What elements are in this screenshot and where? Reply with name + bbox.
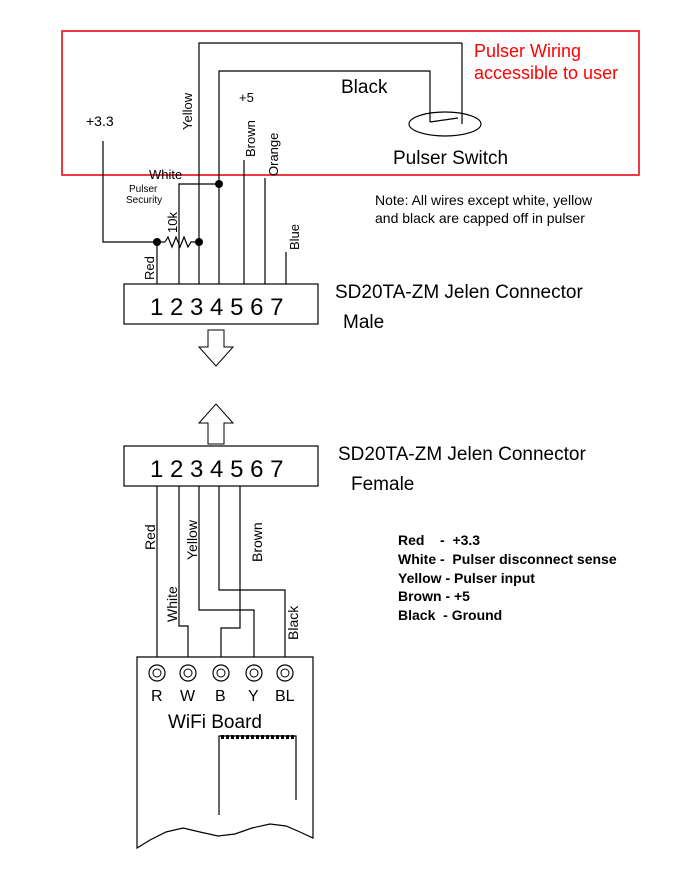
terminal-label: B bbox=[215, 688, 226, 705]
male-connector-body bbox=[123, 283, 319, 325]
terminal-r-icon bbox=[148, 664, 166, 682]
wire-legend: Red - +3.3 White - Pulser disconnect sen… bbox=[398, 532, 617, 623]
black-wire-label-top: Black bbox=[341, 77, 388, 98]
terminal-b-icon bbox=[212, 664, 230, 682]
legend-item: White - Pulser disconnect sense bbox=[398, 551, 617, 567]
note-line-1: Note: All wires except white, yellow bbox=[375, 192, 593, 208]
white-wire-top bbox=[178, 183, 219, 284]
brown-wire-bottom bbox=[220, 486, 241, 664]
brown-label-top: Brown bbox=[243, 120, 258, 157]
legend-item: Black - Ground bbox=[398, 607, 502, 623]
male-connector-subtitle: Male bbox=[343, 312, 384, 333]
legend-item: Yellow - Pulser input bbox=[398, 570, 535, 586]
white-label-top: White bbox=[149, 167, 182, 182]
terminal-label: Y bbox=[248, 688, 259, 705]
legend-item: Red - +3.3 bbox=[398, 532, 480, 548]
black-wire-top bbox=[218, 70, 431, 184]
female-connector-subtitle: Female bbox=[351, 474, 414, 495]
orange-label-top: Orange bbox=[266, 133, 281, 176]
pulser-switch-icon bbox=[408, 43, 482, 137]
yellow-wire-top bbox=[198, 42, 462, 284]
white-wire-bottom bbox=[178, 486, 189, 664]
note-line-2: and black are capped off in pulser bbox=[375, 210, 585, 226]
white-label-bottom: White bbox=[164, 586, 180, 622]
yellow-label-bottom: Yellow bbox=[184, 519, 200, 560]
pulser-wiring-box bbox=[61, 30, 640, 176]
male-connector-pins: 1 2 3 4 5 6 7 bbox=[150, 294, 283, 321]
terminal-y-icon bbox=[245, 664, 263, 682]
brown-label-bottom: Brown bbox=[249, 522, 265, 562]
red-label-top: Red bbox=[142, 256, 157, 280]
male-connector-title: SD20TA-ZM Jelen Connector bbox=[335, 282, 583, 303]
terminal-label: R bbox=[151, 688, 163, 705]
pulser-security-label-1: Pulser bbox=[129, 184, 158, 195]
v33-label: +3.3 bbox=[86, 113, 114, 129]
down-arrow-icon bbox=[197, 329, 235, 367]
resistor-10k-icon bbox=[164, 235, 199, 249]
pulser-box-title-1: Pulser Wiring bbox=[474, 41, 581, 61]
terminal-w-icon bbox=[179, 664, 197, 682]
pulser-switch-label: Pulser Switch bbox=[393, 148, 508, 169]
junction-dot-1 bbox=[153, 238, 161, 246]
blue-label-top: Blue bbox=[287, 224, 302, 250]
wifi-board-outline bbox=[136, 656, 314, 850]
terminal-label: W bbox=[180, 688, 196, 705]
legend-item: Brown - +5 bbox=[398, 588, 470, 604]
pulser-security-label-2: Security bbox=[126, 195, 162, 206]
terminal-bl-icon bbox=[276, 664, 294, 682]
black-label-bottom: Black bbox=[285, 605, 301, 640]
red-label-bottom: Red bbox=[142, 524, 158, 550]
wifi-board-title: WiFi Board bbox=[168, 712, 262, 733]
v33-wire bbox=[102, 141, 158, 284]
plus5-label: +5 bbox=[239, 90, 254, 105]
female-connector-title: SD20TA-ZM Jelen Connector bbox=[338, 444, 586, 465]
yellow-wire-bottom bbox=[198, 486, 255, 664]
junction-dot-2 bbox=[195, 238, 203, 246]
yellow-label-top: Yellow bbox=[180, 92, 195, 130]
terminal-label: BL bbox=[275, 688, 295, 705]
resistor-label: 10k bbox=[165, 212, 180, 233]
female-connector-body bbox=[123, 445, 319, 487]
female-connector-pins: 1 2 3 4 5 6 7 bbox=[150, 456, 283, 483]
pulser-box-title-2: accessible to user bbox=[474, 63, 618, 83]
up-arrow-icon bbox=[197, 403, 235, 445]
black-wire-bottom bbox=[218, 486, 286, 664]
